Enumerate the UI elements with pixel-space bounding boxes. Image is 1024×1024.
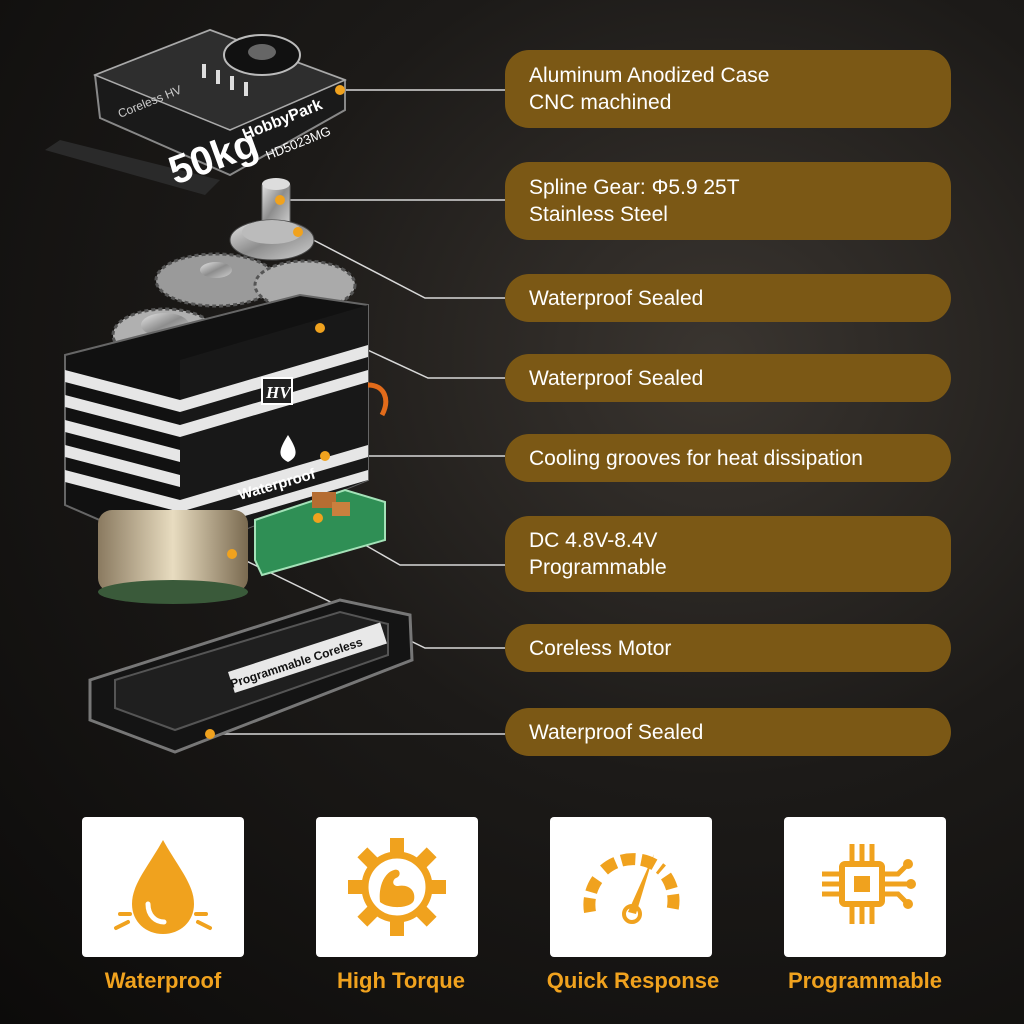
feature-label-programmable: Programmable: [787, 968, 943, 993]
callout-line: Cooling grooves for heat dissipation: [529, 446, 863, 470]
feature-label-high-torque: High Torque: [337, 968, 465, 993]
feature-label-waterproof: Waterproof: [104, 968, 222, 993]
case-badge: HV: [265, 383, 292, 402]
gear-muscle-icon: [348, 838, 446, 936]
callout-voltage: DC 4.8V-8.4V Programmable: [505, 516, 951, 592]
callout-cooling-grooves: Cooling grooves for heat dissipation: [505, 434, 951, 482]
speedometer-icon: [583, 853, 680, 924]
coreless-motor: [98, 510, 248, 604]
callout-waterproof-sealed-2: Waterproof Sealed: [505, 354, 951, 402]
callout-spline-gear: Spline Gear: Φ5.9 25T Stainless Steel: [505, 162, 951, 240]
callout-line: Stainless Steel: [529, 203, 668, 226]
callout-aluminum-case: Aluminum Anodized Case CNC machined: [505, 50, 951, 128]
chip-icon: [822, 844, 916, 924]
feature-waterproof: [82, 817, 244, 957]
callout-waterproof-sealed-1: Waterproof Sealed: [505, 274, 951, 322]
control-board: [254, 488, 386, 577]
water-drop-icon: [114, 840, 212, 934]
callout-line: CNC machined: [529, 91, 672, 114]
callout-line: Waterproof Sealed: [529, 286, 704, 310]
callout-line: Waterproof Sealed: [529, 720, 704, 744]
callout-line: Spline Gear: Φ5.9 25T: [529, 176, 740, 199]
output-spline-gear: [229, 178, 315, 261]
callout-line: Coreless Motor: [529, 636, 672, 660]
top-case: 50kg HobbyPark HD5023MG Coreless HV: [45, 28, 348, 195]
callout-line: Waterproof Sealed: [529, 366, 704, 390]
feature-quick-response: [550, 817, 712, 957]
callout-coreless-motor: Coreless Motor: [505, 624, 951, 672]
servo-exploded-illustration: 50kg HobbyPark HD5023MG Coreless HV: [45, 28, 505, 754]
callout-line: Programmable: [529, 556, 667, 579]
callout-line: Aluminum Anodized Case: [529, 64, 770, 87]
feature-high-torque: [316, 817, 478, 957]
feature-label-quick-response: Quick Response: [546, 968, 720, 993]
callout-line: DC 4.8V-8.4V: [529, 529, 658, 552]
callout-waterproof-sealed-3: Waterproof Sealed: [505, 708, 951, 756]
bottom-cover: Programmable Coreless: [88, 598, 414, 754]
feature-programmable: [784, 817, 946, 957]
